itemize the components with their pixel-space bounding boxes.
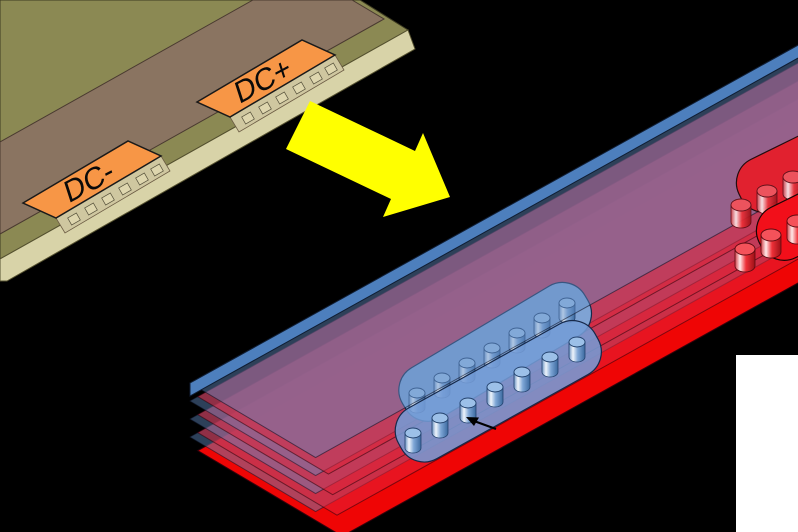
blue-pin bbox=[568, 336, 586, 363]
red-pin bbox=[734, 242, 756, 273]
blue-pin bbox=[431, 412, 449, 439]
dc-plus-base bbox=[229, 54, 345, 133]
blue-pin bbox=[541, 351, 559, 378]
dc-minus-base bbox=[55, 155, 171, 234]
blue-pin bbox=[404, 427, 422, 454]
blue-terminal-lower bbox=[394, 319, 602, 463]
transform-arrow bbox=[286, 101, 450, 217]
red-pin bbox=[786, 214, 798, 245]
blue-pin bbox=[513, 366, 531, 393]
white-corner-patch bbox=[736, 355, 798, 532]
red-pin bbox=[730, 198, 752, 229]
power-module-board: DC- DC+ bbox=[0, 0, 416, 282]
busbar-stack bbox=[188, 44, 798, 532]
busbar-edge-strip bbox=[189, 44, 798, 397]
callout-arrow bbox=[466, 417, 497, 431]
dc-minus-pad bbox=[21, 140, 163, 219]
busbar-layer-2 bbox=[196, 62, 798, 475]
blue-pin bbox=[486, 381, 504, 408]
red-terminal-lower bbox=[734, 163, 798, 273]
red-pin bbox=[760, 228, 782, 259]
dc-plus-pad bbox=[195, 39, 337, 118]
red-terminal-upper bbox=[730, 115, 798, 229]
